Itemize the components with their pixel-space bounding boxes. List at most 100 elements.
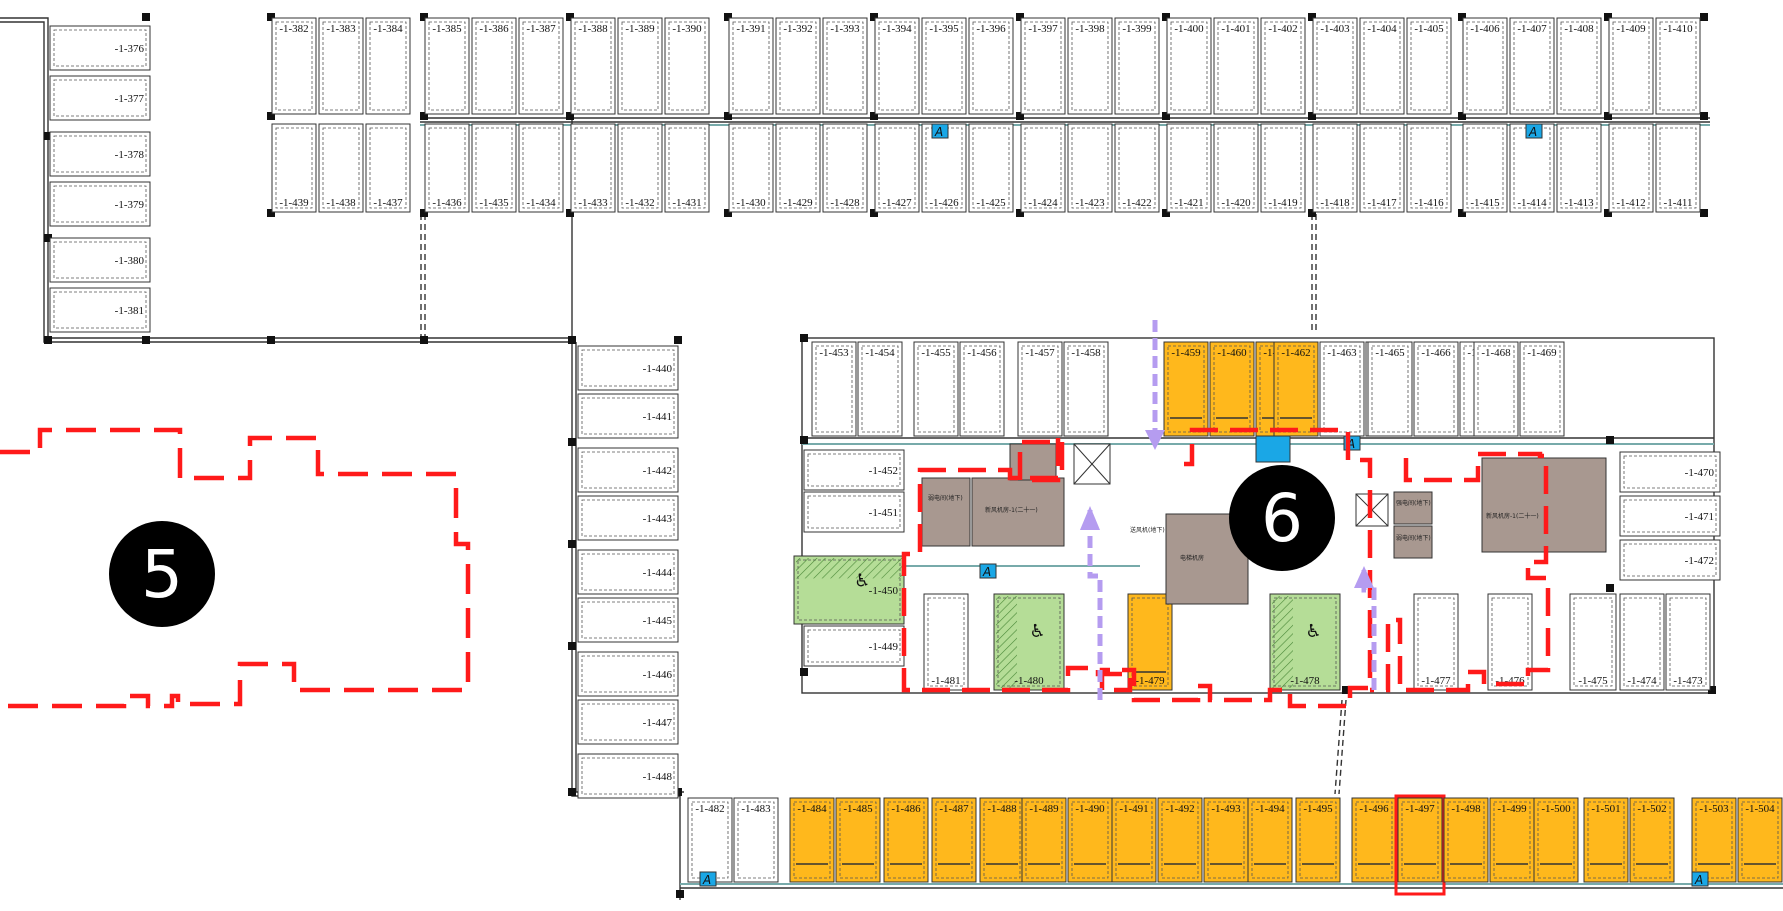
- parking-space[interactable]: -1-437: [365, 123, 411, 213]
- parking-space[interactable]: -1-406: [1462, 17, 1508, 115]
- parking-space[interactable]: -1-387: [518, 17, 564, 115]
- parking-space[interactable]: -1-468: [1473, 341, 1519, 437]
- parking-space[interactable]: -1-405: [1406, 17, 1452, 115]
- parking-space[interactable]: -1-492: [1157, 797, 1203, 883]
- parking-space[interactable]: -1-439: [271, 123, 317, 213]
- parking-space[interactable]: -1-503: [1691, 797, 1737, 883]
- parking-space[interactable]: -1-386: [471, 17, 517, 115]
- parking-space[interactable]: -1-378: [49, 131, 151, 177]
- parking-space[interactable]: -1-412: [1608, 123, 1654, 213]
- parking-space[interactable]: -1-451: [803, 491, 905, 533]
- parking-space[interactable]: -1-391: [728, 17, 774, 115]
- parking-space[interactable]: -1-401: [1213, 17, 1259, 115]
- parking-space[interactable]: -1-416: [1406, 123, 1452, 213]
- parking-space[interactable]: -1-481: [923, 593, 969, 691]
- parking-space[interactable]: -1-428: [822, 123, 868, 213]
- parking-space[interactable]: ♿-1-450: [793, 555, 905, 625]
- parking-space[interactable]: -1-417: [1359, 123, 1405, 213]
- parking-space[interactable]: -1-376: [49, 25, 151, 71]
- parking-space[interactable]: -1-455: [913, 341, 959, 437]
- parking-space[interactable]: -1-476: [1487, 593, 1533, 691]
- parking-space[interactable]: -1-504: [1737, 797, 1783, 883]
- parking-space[interactable]: -1-393: [822, 17, 868, 115]
- parking-space[interactable]: -1-462: [1273, 341, 1319, 437]
- parking-space[interactable]: -1-466: [1413, 341, 1459, 437]
- parking-space[interactable]: -1-421: [1166, 123, 1212, 213]
- parking-space[interactable]: -1-495: [1295, 797, 1341, 883]
- parking-space[interactable]: -1-424: [1020, 123, 1066, 213]
- parking-space[interactable]: -1-432: [617, 123, 663, 213]
- parking-space[interactable]: -1-470: [1619, 451, 1721, 493]
- parking-space[interactable]: -1-429: [775, 123, 821, 213]
- parking-space[interactable]: -1-489: [1021, 797, 1067, 883]
- parking-space[interactable]: -1-484: [789, 797, 835, 883]
- parking-space[interactable]: -1-457: [1017, 341, 1063, 437]
- parking-space[interactable]: -1-483: [733, 797, 779, 883]
- parking-space[interactable]: -1-408: [1556, 17, 1602, 115]
- parking-space[interactable]: -1-435: [471, 123, 517, 213]
- parking-space[interactable]: -1-409: [1608, 17, 1654, 115]
- parking-space[interactable]: -1-419: [1260, 123, 1306, 213]
- parking-space[interactable]: -1-441: [577, 393, 679, 439]
- parking-space[interactable]: -1-407: [1509, 17, 1555, 115]
- parking-space[interactable]: -1-477: [1413, 593, 1459, 691]
- parking-space[interactable]: -1-488: [979, 797, 1025, 883]
- parking-space[interactable]: -1-433: [570, 123, 616, 213]
- parking-space[interactable]: ♿-1-480: [993, 593, 1065, 691]
- parking-space[interactable]: -1-475: [1569, 593, 1617, 691]
- parking-space[interactable]: -1-422: [1114, 123, 1160, 213]
- parking-space[interactable]: -1-434: [518, 123, 564, 213]
- parking-space[interactable]: -1-377: [49, 75, 151, 121]
- parking-space[interactable]: -1-427: [874, 123, 920, 213]
- parking-space[interactable]: -1-501: [1583, 797, 1629, 883]
- parking-space[interactable]: -1-491: [1111, 797, 1157, 883]
- parking-space[interactable]: -1-453: [811, 341, 857, 437]
- parking-space[interactable]: -1-442: [577, 447, 679, 493]
- parking-space[interactable]: -1-430: [728, 123, 774, 213]
- parking-space[interactable]: -1-383: [318, 17, 364, 115]
- parking-space[interactable]: -1-423: [1067, 123, 1113, 213]
- parking-space[interactable]: -1-449: [803, 625, 905, 667]
- parking-space[interactable]: -1-458: [1063, 341, 1109, 437]
- parking-space[interactable]: -1-396: [968, 17, 1014, 115]
- parking-space[interactable]: -1-382: [271, 17, 317, 115]
- parking-space[interactable]: -1-465: [1367, 341, 1413, 437]
- parking-space[interactable]: -1-493: [1203, 797, 1249, 883]
- parking-space[interactable]: -1-448: [577, 753, 679, 799]
- parking-space[interactable]: -1-425: [968, 123, 1014, 213]
- parking-space[interactable]: -1-474: [1619, 593, 1665, 691]
- parking-space[interactable]: -1-459: [1163, 341, 1209, 437]
- parking-space[interactable]: -1-395: [921, 17, 967, 115]
- parking-space[interactable]: -1-487: [931, 797, 977, 883]
- parking-space[interactable]: -1-390: [664, 17, 710, 115]
- parking-space[interactable]: -1-463: [1319, 341, 1365, 437]
- parking-space[interactable]: -1-399: [1114, 17, 1160, 115]
- parking-space[interactable]: -1-394: [874, 17, 920, 115]
- parking-space[interactable]: -1-472: [1619, 539, 1721, 581]
- parking-space[interactable]: -1-496: [1351, 797, 1397, 883]
- parking-space[interactable]: -1-482: [687, 797, 733, 883]
- parking-space[interactable]: -1-438: [318, 123, 364, 213]
- parking-space[interactable]: -1-415: [1462, 123, 1508, 213]
- parking-space[interactable]: -1-471: [1619, 495, 1721, 537]
- parking-space[interactable]: -1-499: [1489, 797, 1535, 883]
- parking-space[interactable]: -1-456: [959, 341, 1005, 437]
- parking-space[interactable]: -1-431: [664, 123, 710, 213]
- parking-space[interactable]: -1-413: [1556, 123, 1602, 213]
- parking-space[interactable]: -1-398: [1067, 17, 1113, 115]
- parking-space[interactable]: -1-440: [577, 345, 679, 391]
- parking-space[interactable]: -1-418: [1312, 123, 1358, 213]
- parking-space[interactable]: -1-426: [921, 123, 967, 213]
- parking-space[interactable]: -1-404: [1359, 17, 1405, 115]
- parking-space[interactable]: -1-486: [883, 797, 929, 883]
- parking-space[interactable]: -1-460: [1209, 341, 1255, 437]
- parking-space[interactable]: -1-400: [1166, 17, 1212, 115]
- parking-space[interactable]: -1-388: [570, 17, 616, 115]
- parking-space[interactable]: -1-402: [1260, 17, 1306, 115]
- parking-space[interactable]: -1-403: [1312, 17, 1358, 115]
- parking-space[interactable]: -1-485: [835, 797, 881, 883]
- parking-space[interactable]: -1-420: [1213, 123, 1259, 213]
- parking-space[interactable]: -1-502: [1629, 797, 1675, 883]
- parking-space[interactable]: -1-410: [1655, 17, 1701, 115]
- parking-space[interactable]: -1-379: [49, 181, 151, 227]
